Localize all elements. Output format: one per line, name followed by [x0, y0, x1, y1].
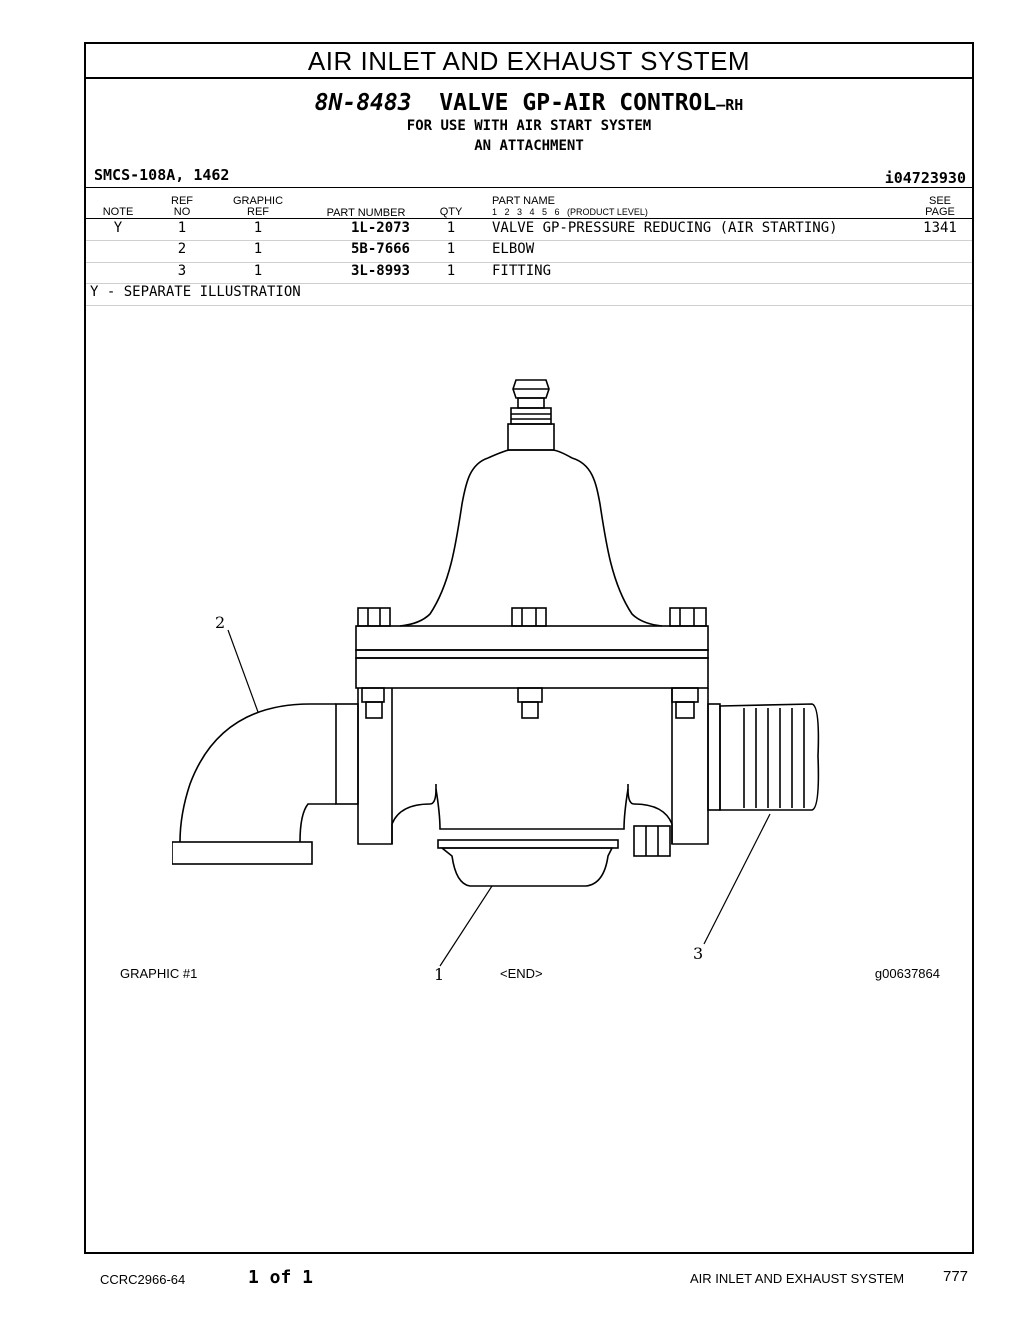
row-1-part-name: VALVE GP-PRESSURE REDUCING (AIR STARTING…	[492, 220, 838, 236]
callout-3: 3	[693, 944, 703, 963]
header-divider	[86, 187, 972, 188]
row-2-graphic-ref: 1	[253, 241, 263, 257]
row-2-qty: 1	[446, 241, 456, 257]
end-marker: <END>	[500, 966, 543, 981]
group-part-number: 8N-8483	[314, 90, 412, 116]
doc-code: CCRC2966-64	[100, 1272, 186, 1287]
row-divider	[86, 305, 972, 306]
row-1-part-number: 1L-2073	[350, 220, 410, 236]
row-3-qty: 1	[446, 263, 456, 279]
col-graphic-ref-header-1: GRAPHIC	[232, 195, 284, 207]
subtitle-attachment: AN ATTACHMENT	[474, 138, 584, 154]
col-part-name-header: PART NAME	[492, 195, 555, 207]
page-number: 777	[943, 1268, 969, 1285]
col-see-page-header-1: SEE	[928, 195, 951, 207]
col-ref-no-header-2: NO	[173, 206, 191, 218]
callout-1: 1	[434, 965, 444, 984]
row-2-ref-no: 2	[177, 241, 187, 257]
col-note-header: NOTE	[102, 206, 134, 218]
row-3-graphic-ref: 1	[253, 263, 263, 279]
row-divider	[86, 240, 972, 241]
row-divider	[86, 262, 972, 263]
row-divider	[86, 283, 972, 284]
footer-section: AIR INLET AND EXHAUST SYSTEM	[690, 1271, 905, 1286]
graphic-id: g00637864	[874, 966, 940, 981]
col-qty-header: QTY	[439, 206, 463, 218]
row-2-part-name: ELBOW	[492, 241, 535, 257]
col-graphic-ref-header-2: REF	[247, 206, 269, 218]
product-level-header: 1 2 3 4 5 6 (PRODUCT LEVEL)	[492, 207, 648, 217]
row-1-see-page: 1341	[923, 220, 957, 236]
graphic-label: GRAPHIC #1	[120, 966, 198, 981]
table-header-divider	[86, 218, 972, 219]
group-suffix: –RH	[716, 96, 744, 114]
page-frame: AIR INLET AND EXHAUST SYSTEM 8N-8483 VAL…	[84, 42, 974, 1254]
row-1-qty: 1	[446, 220, 456, 236]
group-name: VALVE GP-AIR CONTROL	[439, 90, 717, 116]
row-1-ref-no: 1	[177, 220, 187, 236]
col-ref-no-header-1: REF	[171, 195, 193, 207]
part-title: 8N-8483 VALVE GP-AIR CONTROL–RH	[86, 89, 972, 119]
row-3-part-number: 3L-8993	[350, 263, 410, 279]
section-title: AIR INLET AND EXHAUST SYSTEM	[86, 44, 972, 79]
valve-illustration: 2 1 3	[172, 379, 820, 984]
col-part-number-header: PART NUMBER	[326, 207, 406, 219]
row-3-ref-no: 3	[177, 263, 187, 279]
row-1-graphic-ref: 1	[253, 220, 263, 236]
subtitle-usage: FOR USE WITH AIR START SYSTEM	[406, 118, 652, 134]
callout-2: 2	[215, 613, 225, 632]
info-id: i04723930	[884, 169, 966, 187]
page-of: 1 of 1	[248, 1267, 314, 1288]
col-see-page-header-2: PAGE	[925, 206, 955, 218]
row-2-part-number: 5B-7666	[350, 241, 410, 257]
note-legend: Y - SEPARATE ILLUSTRATION	[90, 284, 301, 300]
row-3-part-name: FITTING	[492, 263, 552, 279]
row-1-note: Y	[113, 220, 123, 236]
smcs-code: SMCS-108A, 1462	[94, 166, 230, 184]
